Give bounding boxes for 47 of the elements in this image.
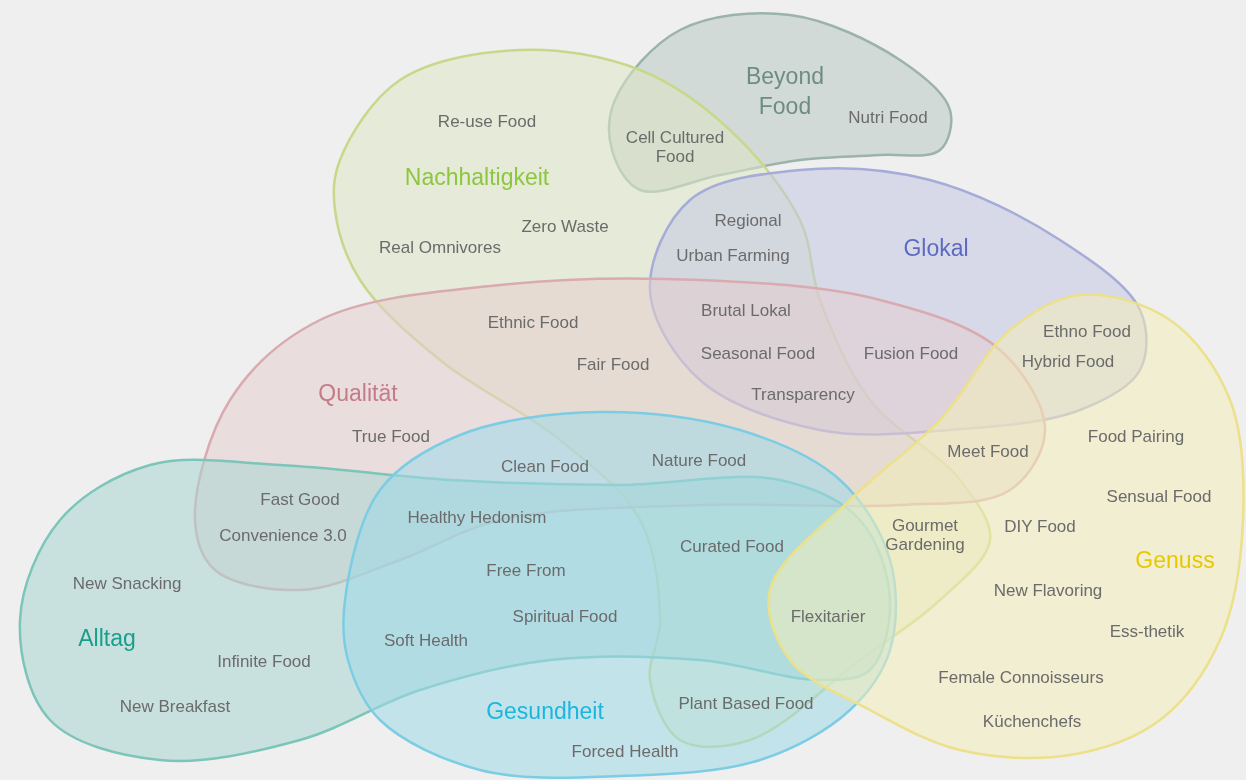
trend-label: Fast Good bbox=[260, 490, 340, 510]
trend-label: Free From bbox=[486, 561, 566, 581]
region-title: Nachhaltigkeit bbox=[404, 163, 550, 193]
trend-label: Spiritual Food bbox=[512, 607, 618, 627]
trend-label: Soft Health bbox=[383, 631, 469, 651]
trend-label: Nature Food bbox=[651, 451, 747, 471]
trend-label: Convenience 3.0 bbox=[219, 526, 347, 546]
trend-label: Nutri Food bbox=[848, 108, 928, 128]
trend-label: Infinite Food bbox=[217, 652, 311, 672]
trend-label: Forced Health bbox=[571, 742, 679, 762]
trend-label: Hybrid Food bbox=[1021, 352, 1115, 372]
trend-label: Food Pairing bbox=[1087, 427, 1185, 447]
trend-label: DIY Food bbox=[1004, 517, 1076, 537]
region-title: Qualität bbox=[318, 379, 398, 409]
trend-label: New Flavoring bbox=[993, 581, 1103, 601]
trend-label: Healthy Hedonism bbox=[407, 508, 547, 528]
trend-label: Fusion Food bbox=[863, 344, 959, 364]
trend-label: New Breakfast bbox=[119, 697, 231, 717]
trend-label: Seasonal Food bbox=[700, 344, 816, 364]
trend-label: New Snacking bbox=[72, 574, 182, 594]
trend-label: Transparency bbox=[751, 385, 855, 405]
trend-label: Female Connoisseurs bbox=[938, 668, 1104, 688]
trend-label: Re-use Food bbox=[437, 112, 537, 132]
trend-label: Ethnic Food bbox=[487, 313, 579, 333]
trend-label: Zero Waste bbox=[521, 217, 609, 237]
trend-label: Brutal Lokal bbox=[701, 301, 791, 321]
trend-label: Meet Food bbox=[947, 442, 1029, 462]
region-title: Glokal bbox=[903, 234, 969, 264]
trend-label: Ethno Food bbox=[1043, 322, 1131, 342]
trend-label: Regional bbox=[714, 211, 782, 231]
region-title: Beyond Food bbox=[745, 62, 825, 121]
region-title: Gesundheit bbox=[486, 697, 604, 727]
region-title: Alltag bbox=[78, 624, 136, 654]
trend-label: Küchenchefs bbox=[982, 712, 1082, 732]
trend-label: Plant Based Food bbox=[678, 694, 814, 714]
trend-label: Flexitarier bbox=[790, 607, 866, 627]
trend-label: Curated Food bbox=[680, 537, 784, 557]
trend-label: Real Omnivores bbox=[379, 238, 501, 258]
trend-label: Clean Food bbox=[501, 457, 589, 477]
region-title: Genuss bbox=[1135, 546, 1215, 576]
trend-label: True Food bbox=[352, 427, 430, 447]
trend-label: Urban Farming bbox=[676, 246, 790, 266]
trend-label: Gourmet Gardening bbox=[884, 517, 966, 555]
trend-label: Ess-thetik bbox=[1109, 622, 1185, 642]
trend-label: Sensual Food bbox=[1106, 487, 1212, 507]
trend-label: Fair Food bbox=[576, 355, 650, 375]
trend-label: Cell Cultured Food bbox=[624, 129, 726, 167]
